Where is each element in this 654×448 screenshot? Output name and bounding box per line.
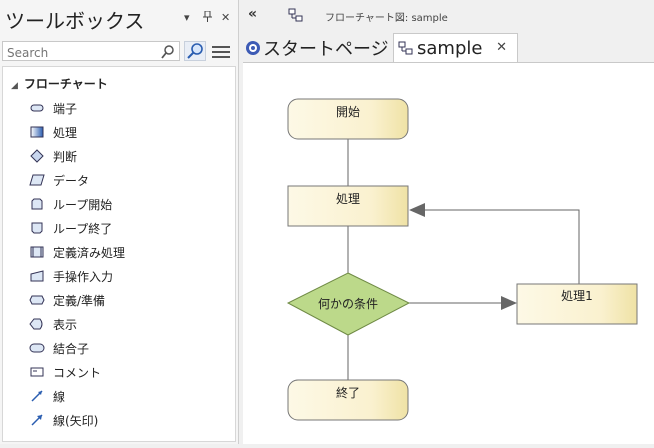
toolbox-item-label: 処理 [53,125,78,140]
toolbox-item-line[interactable]: 線 [29,385,229,407]
display-shape-icon [29,317,45,331]
menu-icon[interactable] [212,44,230,58]
process-shape-icon [29,125,45,139]
toolbox-item-label: 判断 [53,149,78,164]
toolbox-item-loop-start[interactable]: ループ開始 [29,193,229,215]
node-label: 何かの条件 [318,297,378,311]
category-label: フローチャート [23,77,108,91]
toolbox-item-process[interactable]: 処理 [29,121,229,143]
search-input[interactable] [3,44,157,62]
toolbox-item-comment[interactable]: コメント [29,361,229,383]
toolbox-item-connector[interactable]: 結合子 [29,337,229,359]
node-label: 開始 [336,105,360,119]
toolbox-item-label: 線 [53,389,66,404]
toolbox-item-decision[interactable]: 判断 [29,145,229,167]
loop-end-shape-icon [29,221,45,235]
comment-shape-icon [29,365,45,379]
editor-toolbar: « フローチャート図: sample [243,0,654,30]
toolbox-item-data[interactable]: データ [29,169,229,191]
tab-start-page[interactable]: スタートページ [245,33,389,62]
flowchart: 開始 処理 何かの条件 処理1 終了 [286,98,638,421]
node-start[interactable]: 開始 [287,98,409,140]
category-header[interactable]: ◢ フローチャート [11,75,108,92]
loop-start-shape-icon [29,197,45,211]
edge-process1-process[interactable] [424,209,580,284]
toolbox-item-label: 手操作入力 [53,269,114,284]
toolbox-item-predefined-process[interactable]: 定義済み処理 [29,241,229,263]
toolbox-item-manual-input[interactable]: 手操作入力 [29,265,229,287]
toolbox-item-preparation[interactable]: 定義/準備 [29,289,229,311]
diagram-icon[interactable] [288,7,304,26]
tab-label: sample [417,37,483,59]
node-process[interactable]: 処理 [287,185,409,227]
toolbox-item-loop-end[interactable]: ループ終了 [29,217,229,239]
node-label: 処理 [336,192,360,206]
dropdown-icon[interactable]: ▾ [184,11,190,24]
toolbox-item-terminal[interactable]: 端子 [29,97,229,119]
toolbox-item-label: 線(矢印) [53,413,99,428]
node-label: 処理1 [561,289,593,303]
collapse-panel-button[interactable]: « [248,6,258,22]
toolbox-item-label: データ [53,173,90,188]
toolbox-item-label: ループ開始 [53,197,113,212]
editor-area: « フローチャート図: sample スタートページ sample ✕ [243,0,654,444]
find-icon [187,43,203,59]
collapse-arrow-icon[interactable]: ◢ [11,81,18,91]
close-icon[interactable]: ✕ [221,11,231,24]
arrowhead [501,296,517,310]
toolbox-panel: ツールボックス ▾ ✕ ◢ フローチャート 端子 処理 判断 データ [0,0,239,444]
tab-label: スタートページ [263,38,389,60]
preparation-shape-icon [29,293,45,307]
node-process1[interactable]: 処理1 [516,283,638,325]
manual-input-shape-icon [29,269,45,283]
data-shape-icon [29,173,45,187]
search-icon[interactable] [161,44,175,63]
toolbox-item-label: 表示 [53,317,78,332]
diagram-canvas[interactable]: 開始 処理 何かの条件 処理1 終了 [243,63,654,444]
start-page-icon [245,40,261,56]
diagram-breadcrumb: フローチャート図: sample [325,13,448,24]
tab-sample[interactable]: sample ✕ [393,33,518,62]
find-button[interactable] [184,41,206,61]
decision-shape-icon [29,149,45,163]
node-end[interactable]: 終了 [287,379,409,421]
node-label: 終了 [336,385,360,400]
toolbox-item-label: 端子 [53,101,78,116]
line-icon [29,389,45,403]
arrow-line-icon [29,413,45,427]
arrowhead [409,203,425,217]
tab-close-icon[interactable]: ✕ [496,40,507,55]
toolbox-item-label: 定義済み処理 [53,245,126,260]
toolbox-item-label: 定義/準備 [53,293,106,308]
search-field[interactable] [2,41,180,63]
connector-shape-icon [29,341,45,355]
toolbox-title: ツールボックス [5,9,145,33]
toolbox-item-label: ループ終了 [53,221,113,236]
toolbox-item-label: コメント [53,365,102,380]
toolbox-item-display[interactable]: 表示 [29,313,229,335]
tab-bar: スタートページ sample ✕ [243,30,654,63]
node-decision[interactable]: 何かの条件 [286,272,411,336]
predefined-process-shape-icon [29,245,45,259]
pin-icon[interactable] [203,10,212,25]
toolbox-item-arrow-line[interactable]: 線(矢印) [29,409,229,431]
toolbox-list: ◢フローチャート 端子 処理 判断 データ ループ開始 ループ終了 定義済み [2,66,236,442]
toolbox-item-label: 結合子 [53,341,90,356]
terminal-shape-icon [29,101,45,115]
diagram-icon [398,41,414,55]
